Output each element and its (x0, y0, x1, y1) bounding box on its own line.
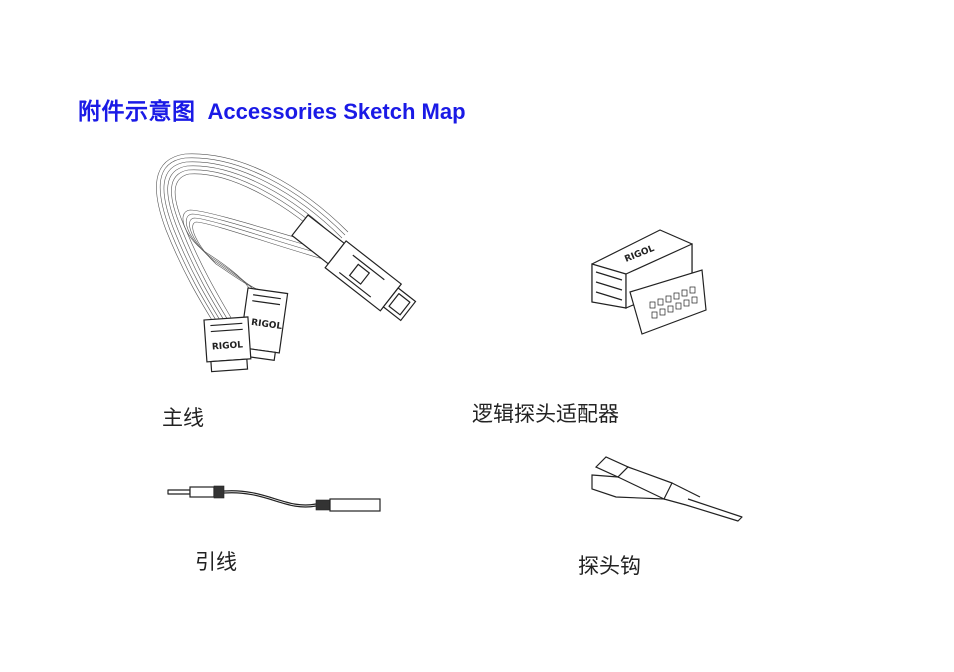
svg-text:RIGOL: RIGOL (250, 318, 282, 332)
caption-main-cable: 主线 (162, 406, 204, 430)
caption-probe-hook: 探头钩 (578, 554, 641, 578)
page-title: 附件示意图 Accessories Sketch Map (78, 92, 466, 126)
caption-logic-probe-adapter: 逻辑探头适配器 (472, 402, 619, 426)
title-chinese: 附件示意图 (78, 99, 196, 125)
lead-wire-illustration (167, 485, 381, 512)
caption-lead-wire: 引线 (195, 550, 237, 574)
probe-hook-illustration (591, 456, 743, 522)
logic-probe-adapter-illustration: RIGOL (591, 229, 707, 335)
svg-text:RIGOL: RIGOL (212, 340, 244, 352)
title-english: Accessories Sketch Map (207, 99, 466, 124)
main-cable-illustration: RIGOL RIGOL (156, 153, 417, 373)
